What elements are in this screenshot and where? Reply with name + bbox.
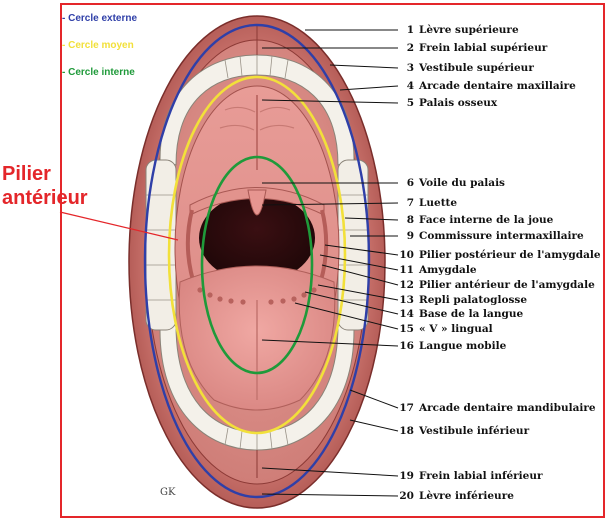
label-14: 14 Base de la langue <box>398 308 523 320</box>
label-number: 5 <box>406 97 414 109</box>
inner-circle <box>200 155 314 375</box>
label-number: 9 <box>406 230 414 242</box>
label-text: Arcade dentaire mandibulaire <box>419 402 596 414</box>
red-frame-border <box>60 3 605 518</box>
label-text: Lèvre inférieure <box>419 490 514 502</box>
label-5: 5 Palais osseux <box>398 97 497 109</box>
label-text: Lèvre supérieure <box>419 24 519 36</box>
label-number: 16 <box>399 340 414 352</box>
label-17: 17 Arcade dentaire mandibulaire <box>398 402 596 414</box>
label-20: 20 Lèvre inférieure <box>398 490 514 502</box>
label-number: 7 <box>406 197 414 209</box>
label-number: 2 <box>406 42 414 54</box>
legend-middle-circle: - Cercle moyen <box>62 40 134 51</box>
signature: GK <box>160 487 176 498</box>
label-text: Pilier postérieur de l'amygdale <box>419 249 601 261</box>
label-number: 10 <box>399 249 414 261</box>
pilier-pointer-line <box>59 211 179 241</box>
label-number: 3 <box>406 62 414 74</box>
label-text: Repli palatoglosse <box>419 294 528 306</box>
label-number: 18 <box>399 425 414 437</box>
label-7: 7 Luette <box>398 197 457 209</box>
label-3: 3 Vestibule supérieur <box>398 62 534 74</box>
label-text: Voile du palais <box>419 177 505 189</box>
middle-circle <box>167 75 347 435</box>
label-10: 10 Pilier postérieur de l'amygdale <box>398 249 601 261</box>
label-2: 2 Frein labial supérieur <box>398 42 548 54</box>
label-text: Frein labial supérieur <box>419 42 548 54</box>
label-4: 4 Arcade dentaire maxillaire <box>398 80 576 92</box>
label-6: 6 Voile du palais <box>398 177 505 189</box>
pilier-line2: antérieur <box>2 187 88 209</box>
label-number: 14 <box>399 308 414 320</box>
label-18: 18 Vestibule inférieur <box>398 425 529 437</box>
label-19: 19 Frein labial inférieur <box>398 470 543 482</box>
label-text: Base de la langue <box>419 308 524 320</box>
label-15: 15 « V » lingual <box>398 323 493 335</box>
label-9: 9 Commissure intermaxillaire <box>398 230 584 242</box>
pilier-anterieur-label: Pilier antérieur <box>2 162 88 210</box>
label-12: 12 Pilier antérieur de l'amygdale <box>398 279 595 291</box>
label-number: 11 <box>399 264 414 276</box>
legend-inner-circle: - Cercle interne <box>62 67 135 78</box>
pilier-line1: Pilier <box>2 163 51 185</box>
label-text: « V » lingual <box>419 323 493 335</box>
label-number: 15 <box>399 323 414 335</box>
label-text: Arcade dentaire maxillaire <box>419 80 576 92</box>
label-number: 6 <box>406 177 414 189</box>
label-11: 11 Amygdale <box>398 264 477 276</box>
label-number: 20 <box>399 490 414 502</box>
label-13: 13 Repli palatoglosse <box>398 294 527 306</box>
label-text: Langue mobile <box>419 340 507 352</box>
label-number: 13 <box>399 294 414 306</box>
label-text: Luette <box>419 197 458 209</box>
label-text: Pilier antérieur de l'amygdale <box>419 279 595 291</box>
label-number: 17 <box>399 402 414 414</box>
label-text: Palais osseux <box>419 97 498 109</box>
label-8: 8 Face interne de la joue <box>398 214 554 226</box>
outer-circle <box>143 23 371 499</box>
label-number: 12 <box>399 279 414 291</box>
label-text: Amygdale <box>419 264 477 276</box>
legend-outer-circle: - Cercle externe <box>62 13 138 24</box>
label-text: Frein labial inférieur <box>419 470 543 482</box>
label-16: 16 Langue mobile <box>398 340 506 352</box>
label-text: Vestibule inférieur <box>419 425 530 437</box>
label-1: 1 Lèvre supérieure <box>398 24 519 36</box>
label-number: 1 <box>406 24 414 36</box>
throat <box>199 194 315 282</box>
uvula <box>247 189 267 216</box>
label-text: Vestibule supérieur <box>419 62 534 74</box>
label-number: 19 <box>399 470 414 482</box>
label-number: 8 <box>406 214 414 226</box>
label-text: Commissure intermaxillaire <box>419 230 584 242</box>
label-text: Face interne de la joue <box>419 214 554 226</box>
label-number: 4 <box>406 80 414 92</box>
